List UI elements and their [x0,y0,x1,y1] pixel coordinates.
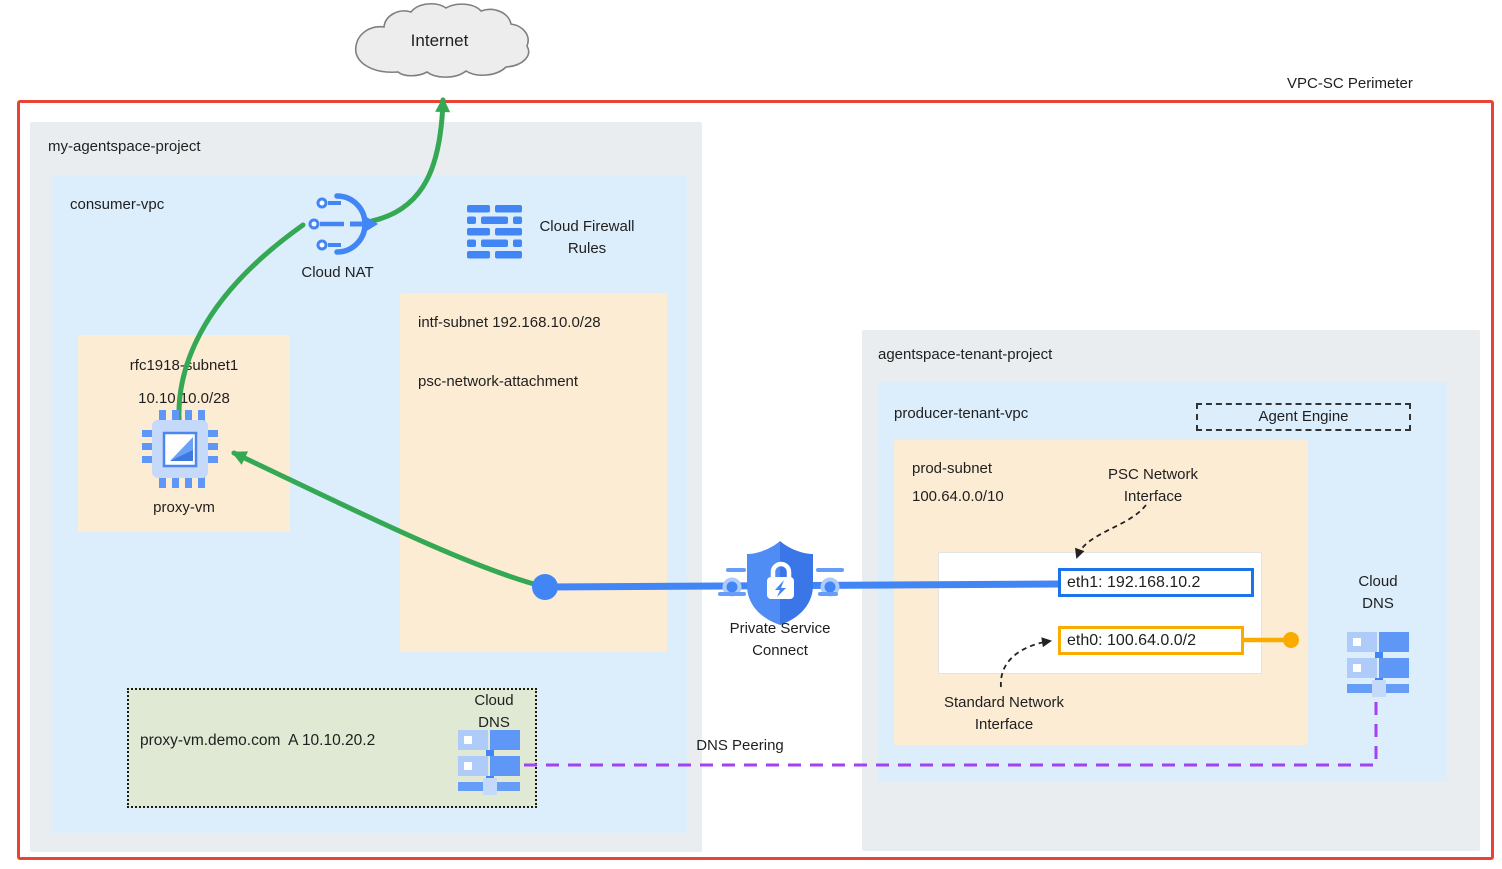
eth0-interface: eth0: 100.64.0.0/2 [1058,626,1244,655]
my-agentspace-project-label: my-agentspace-project [48,138,201,155]
cloud-firewall-rules-label: Cloud Firewall Rules [539,218,635,257]
psc-network-interface-label: PSC Network Interface [1107,466,1199,505]
proxy-vm-label: proxy-vm [153,499,215,516]
consumer-vpc-label: consumer-vpc [70,196,165,213]
psc-network-attachment-label: psc-network-attachment [418,373,579,390]
cloud-dns-right-label: Cloud DNS [1358,573,1398,612]
prod-subnet-name: prod-subnet [912,460,993,477]
cloud-nat-label: Cloud NAT [301,264,374,281]
intf-subnet-box [400,293,667,652]
prod-subnet-cidr: 100.64.0.0/10 [912,488,1004,505]
rfc1918-subnet-name: rfc1918-subnet1 [129,357,239,374]
rfc1918-subnet-cidr: 10.10.10.0/28 [138,390,230,407]
vpc-sc-perimeter-boundary [17,100,1494,860]
agentspace-tenant-project-label: agentspace-tenant-project [878,346,1053,363]
cloud-dns-left-label: Cloud DNS [474,692,514,731]
internet-label: Internet [410,31,469,50]
intf-subnet-label: intf-subnet 192.168.10.0/28 [418,314,601,331]
dns-peering-label: DNS Peering [696,737,784,754]
eth1-interface: eth1: 192.168.10.2 [1058,568,1254,597]
private-service-connect-label: Private Service Connect [729,620,831,659]
dns-record-text: proxy-vm.demo.com A 10.10.20.2 [140,732,376,749]
vpc-sc-perimeter-label: VPC-SC Perimeter [1287,75,1413,92]
producer-tenant-vpc-label: producer-tenant-vpc [894,405,1029,422]
agent-engine-box: Agent Engine [1196,403,1411,431]
standard-network-interface-label: Standard Network Interface [943,694,1065,733]
